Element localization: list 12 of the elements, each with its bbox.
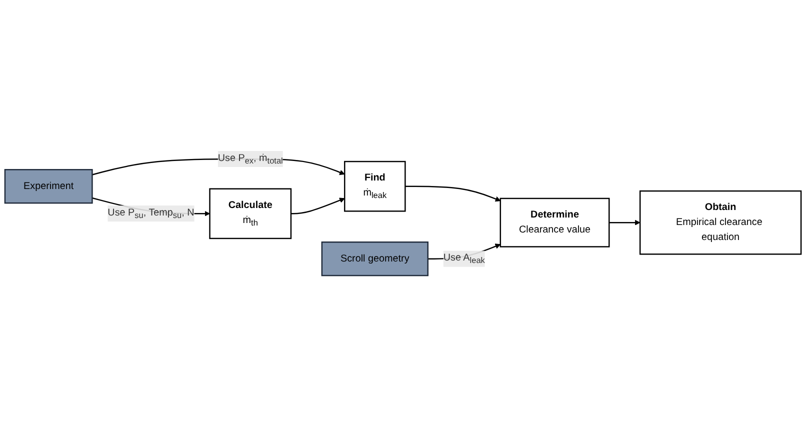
node-box: Determine Clearance value — [500, 198, 610, 248]
arrow — [290, 198, 345, 214]
arrow — [609, 220, 640, 226]
edge-label: Use P$_{ex}$, ṁ$_{total}$ — [218, 153, 283, 166]
node-box: Experiment — [4, 169, 93, 204]
node-box: Find ṁ$_{leak}$ — [344, 161, 406, 212]
edge-label: Use P$_{su}$, Temp$_{su}$, N — [108, 208, 194, 220]
node-box: Calculate ṁ$_{th}$ — [209, 188, 292, 240]
node-box: Obtain Empirical clearance equation — [639, 190, 802, 256]
edge-label: Use A$_{leak}$ — [443, 252, 485, 266]
arrow — [405, 186, 501, 202]
node-box: Scroll geometry — [321, 242, 428, 276]
